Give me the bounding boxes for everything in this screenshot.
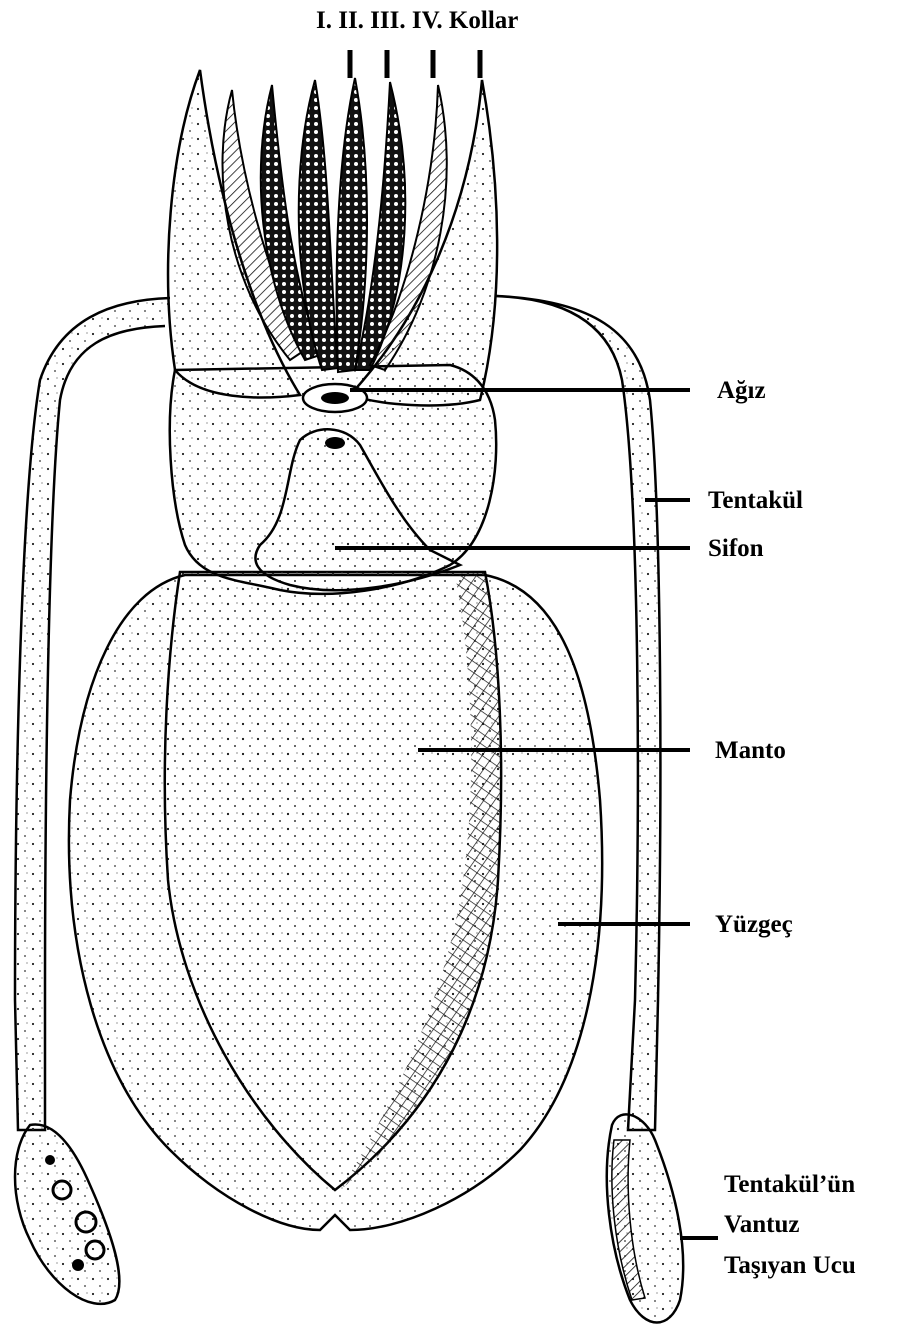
siphon-label: Sifon [708,535,764,562]
arms-header-label: I. II. III. IV. Kollar [316,7,518,34]
club-label-line1: Tentakül’ün [724,1171,855,1198]
mouth-inner [321,392,349,404]
left-tentacle-club [15,1124,119,1303]
mouth-label: Ağız [717,377,766,404]
arm-tick-marks [350,50,480,78]
mantle-label: Manto [715,737,786,764]
club-label-line2: Vantuz [724,1211,800,1238]
club-label-line3: Taşıyan Ucu [724,1252,856,1279]
tentacle-label: Tentakül [708,487,803,514]
arm-4 [337,78,367,372]
siphon-opening [325,437,345,449]
fin-label: Yüzgeç [715,911,793,938]
